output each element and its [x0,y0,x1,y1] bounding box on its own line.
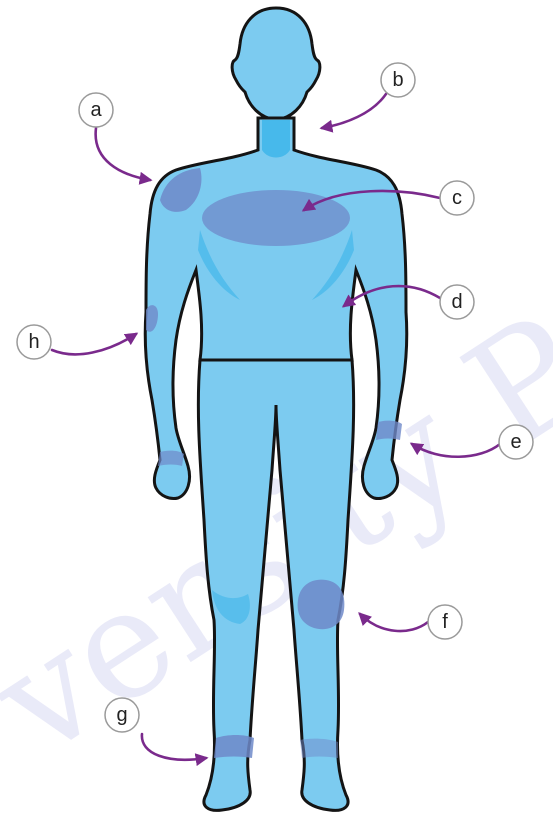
label-a-text: a [90,99,102,121]
label-e: e [499,425,533,459]
arrow-f [360,614,428,631]
wrist-joint-right [376,421,402,440]
label-g: g [105,698,139,732]
ankle-joint-left [214,735,254,758]
label-h-text: h [28,331,39,353]
ankle-joint-right [300,739,338,758]
label-c-text: c [452,187,462,209]
wrist-joint-left [158,451,184,466]
label-c: c [440,181,474,215]
label-f: f [428,605,462,639]
label-e-text: e [510,431,521,453]
label-b-text: b [392,69,403,91]
knee-joint-right [298,580,345,630]
arrow-h [52,334,136,354]
head [232,8,320,120]
arrow-g [142,734,206,760]
arrow-b [322,94,386,128]
arrow-a [96,128,150,180]
label-d-text: d [451,291,462,313]
label-g-text: g [116,704,127,726]
label-d: d [440,285,474,319]
label-f-text: f [442,611,448,633]
label-h: h [17,325,51,359]
neck-shade [262,120,290,158]
label-a: a [79,93,113,127]
label-b: b [381,63,415,97]
